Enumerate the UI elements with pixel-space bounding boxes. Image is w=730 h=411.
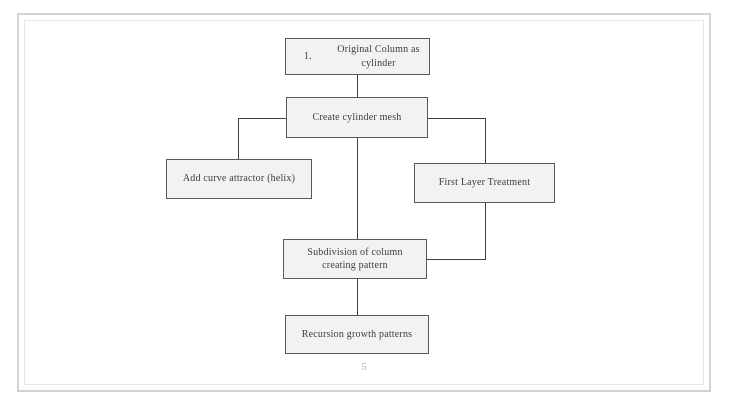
connector-firstlayer-to-subdivision-h <box>426 259 486 260</box>
flow-node-label: Recursion growth patterns <box>301 328 413 340</box>
connector-original-to-mesh <box>357 75 358 98</box>
connector-firstlayer-to-subdivision-v <box>485 203 486 260</box>
connector-mesh-to-firstlayer-v <box>485 118 486 163</box>
flow-node-create-cylinder-mesh: Create cylinder mesh <box>286 97 428 138</box>
flow-node-first-layer-treatment: First Layer Treatment <box>414 163 555 203</box>
flow-node-label: Original Column as cylinder <box>337 44 420 69</box>
flow-node-label: First Layer Treatment <box>438 177 531 189</box>
slide-frame-inner <box>24 20 704 385</box>
flow-node-label: Add curve attractor (helix) <box>182 173 296 185</box>
connector-mesh-to-firstlayer-h <box>428 118 485 119</box>
flow-node-recursion-growth: Recursion growth patterns <box>285 315 429 354</box>
flow-node-label: Create cylinder mesh <box>312 111 402 123</box>
connector-subdivision-to-recursion <box>357 279 358 315</box>
flow-node-subdivision-of-column: Subdivision of column creating pattern <box>283 239 427 279</box>
connector-mesh-to-attractor-v <box>238 118 239 159</box>
flow-node-add-curve-attractor: Add curve attractor (helix) <box>166 159 312 199</box>
page-number: 5 <box>361 361 367 373</box>
flow-node-original-column: 1. Original Column as cylinder <box>285 38 430 75</box>
slide-frame-outer <box>17 13 711 392</box>
connector-mesh-to-subdivision <box>357 138 358 239</box>
connector-mesh-to-attractor-h <box>238 118 286 119</box>
list-number: 1. <box>304 50 312 62</box>
flow-node-label: Subdivision of column creating pattern <box>307 246 403 272</box>
